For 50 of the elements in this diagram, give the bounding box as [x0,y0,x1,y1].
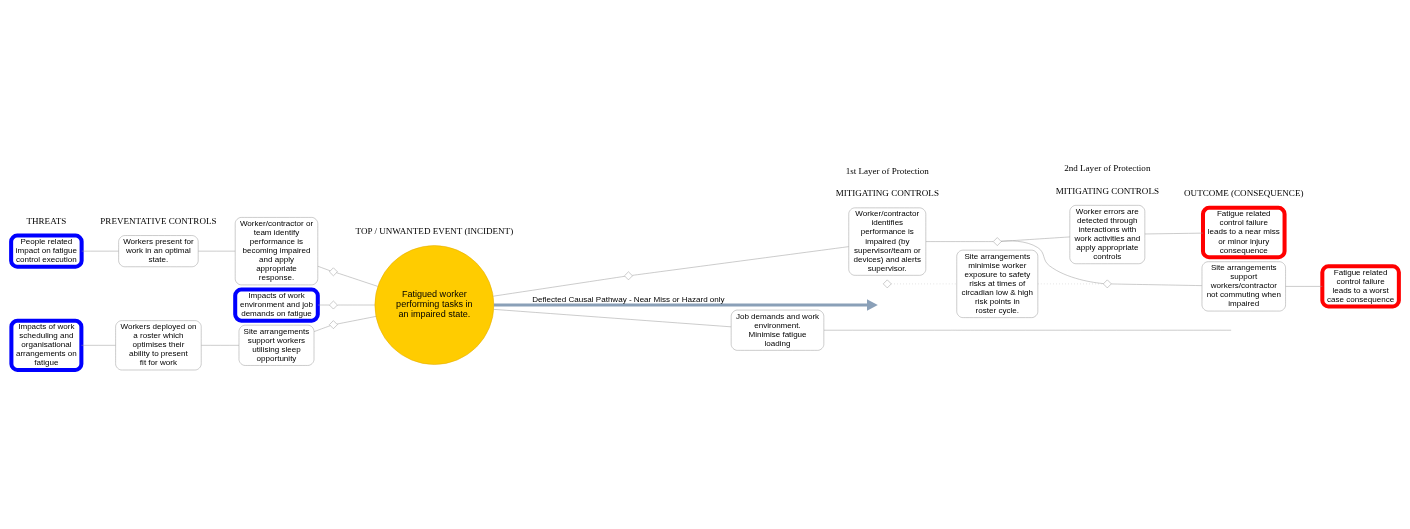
connector [1000,236,1071,242]
node-box: People related impact on fatigue control execution [9,233,84,269]
node-circle: Fatigued worker performing tasks in an impaired state. [374,244,495,365]
node-box: Worker/contractor identifies performance is impaired (by supervisor/team or devices) and alerts supervisor. [848,207,927,276]
connector [631,245,849,276]
node-box: Worker/contractor or team identify performance is becoming impaired and apply appropriate response. [234,216,319,285]
connector [317,265,331,271]
connector [81,344,116,346]
label: 1st Layer of Protection [845,165,929,176]
node-diamond [329,319,338,329]
node-box: Workers deployed on a roster which optimises their ability to present fit for work [115,319,202,370]
connector [493,308,732,327]
edge-label: Deflected Causal Pathway - Near Miss or Hazard only [532,294,725,304]
node-box: Site arrangements support workers/contractor not commuting when impaired [1201,261,1286,311]
node-diamond [1103,279,1112,288]
node-diamond [329,300,338,309]
connector [1000,240,1104,284]
connector [823,329,1232,330]
node-box: Impacts of work scheduling and organisational arrangements on fatigue [9,318,84,372]
connector [198,250,236,251]
connector [492,275,625,296]
label: 2nd Layer of Protection [1064,162,1151,173]
node-box: Job demands and work environment. Minimise fatigue loading [730,309,825,351]
node-box: Workers present for work in an optimal state. [118,234,199,267]
connector [201,344,240,346]
node-diamond [993,236,1002,246]
label: MITIGATING CONTROLS [1055,185,1159,196]
connector [336,315,377,324]
node-box: Fatigue related control failure leads to a worst case consequence [1320,263,1401,309]
node-box: Fatigue related control failure leads to a near miss or minor injury consequence [1200,205,1287,259]
connector [1285,285,1323,287]
label: OUTCOME (CONSEQUENCE) [1184,187,1304,198]
label: PREVENTATIVE CONTROLS [100,215,217,226]
connector [313,324,331,332]
label: TOP / UNWANTED EVENT (INCIDENT) [355,225,514,236]
connector [81,250,119,251]
connector [1144,232,1204,234]
connector [925,240,994,242]
connector [336,271,379,287]
node-box: Impacts of work environment and job demands on fatigue [233,286,320,323]
connector [1111,283,1203,286]
node-box: Worker errors are detected through interactions with work activities and apply appropriate controls [1069,204,1146,264]
node-box: Site arrangements minimise worker exposure to safety risks at times of circadian low & high risk points in roster cycle. [956,249,1039,318]
arrow [493,298,878,311]
node-diamond [883,279,892,288]
node-diamond [624,271,633,280]
label: MITIGATING CONTROLS [835,187,939,198]
node-diamond [329,267,338,276]
label: THREATS [26,215,67,226]
node-box: Site arrangements support workers utilising sleep opportunity [238,324,315,366]
